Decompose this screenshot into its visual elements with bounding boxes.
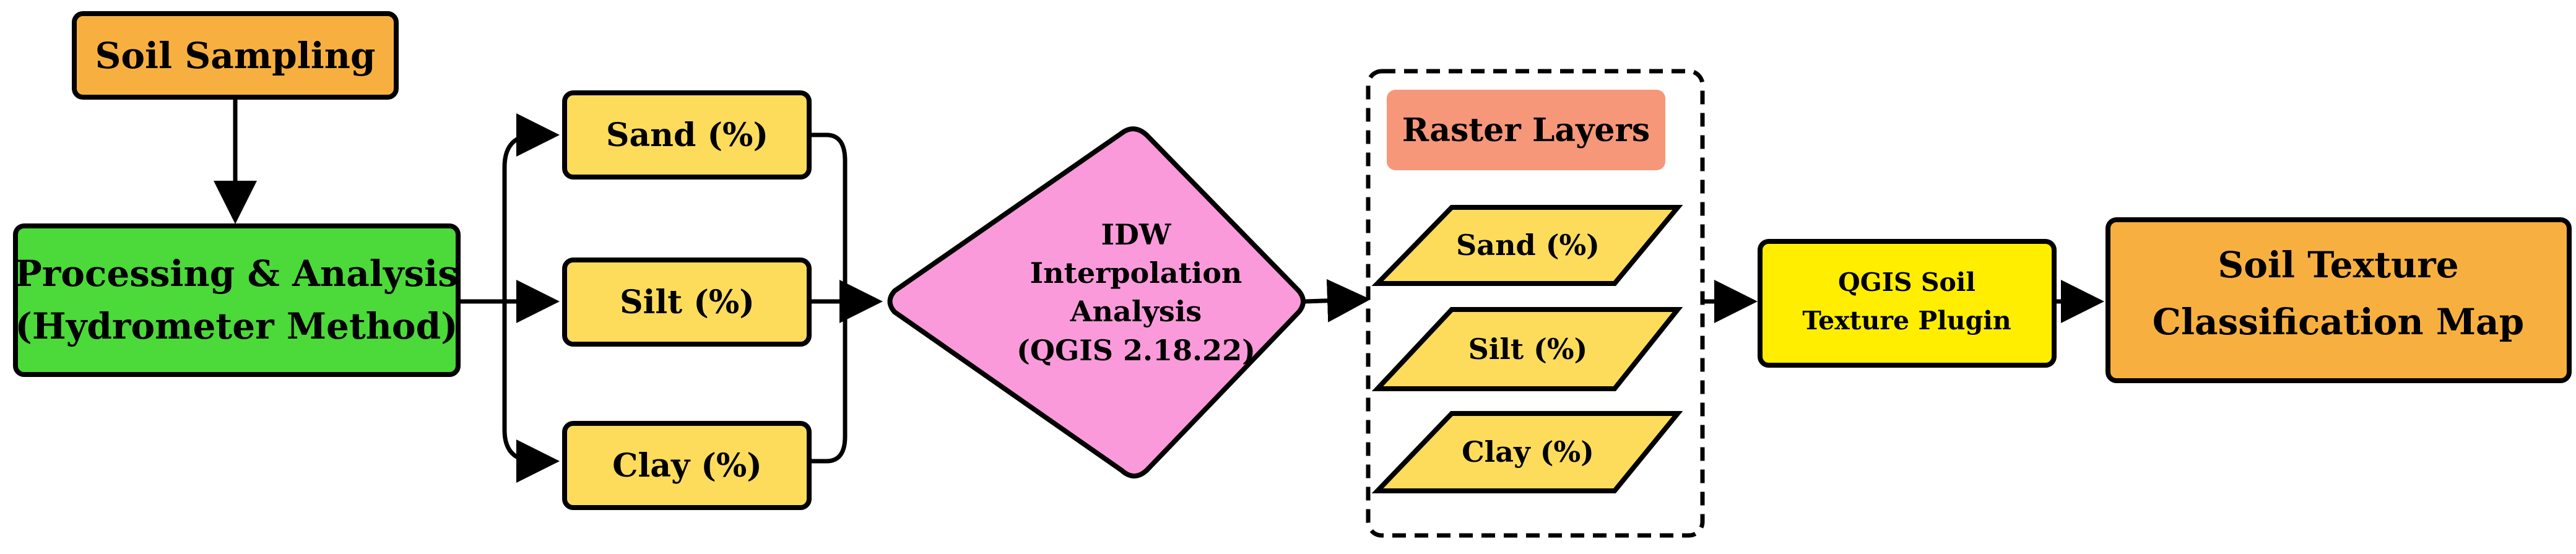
fraction-sand-node: Sand (%)	[562, 90, 812, 180]
arrow-idw-to-raster	[1304, 279, 1371, 322]
soil-sampling-node: Soil Sampling	[72, 11, 399, 100]
fraction-clay-box	[562, 421, 812, 510]
merge-from-sand	[811, 132, 848, 301]
fraction-clay-label: Clay (%)	[612, 447, 762, 485]
idw-node: IDW Interpolation Analysis (QGIS 2.18.22…	[887, 126, 1306, 478]
arrow-to-sand	[502, 113, 560, 301]
plugin-box	[1758, 239, 2057, 368]
raster-title: Raster Layers	[1402, 111, 1650, 149]
fraction-sand-label: Sand (%)	[606, 116, 768, 154]
merge-from-clay	[811, 301, 848, 464]
output-node: Soil Texture Classification Map	[2105, 217, 2572, 383]
raster-layer-silt	[1371, 307, 1683, 391]
raster-layer-sand	[1371, 205, 1683, 286]
idw-label-line2: Interpolation	[1030, 256, 1242, 290]
arrow-to-clay	[502, 301, 560, 483]
idw-label-line4: (QGIS 2.18.22)	[1017, 334, 1255, 367]
plugin-label-line2: Texture Plugin	[1802, 306, 2011, 335]
raster-layers-group: Raster Layers Sand (%) Silt (%) Clay (%)	[1366, 69, 1705, 538]
processing-label-line1: Processing & Analysis	[15, 253, 458, 295]
idw-label-line1: IDW	[1101, 218, 1171, 251]
raster-dashed-frame	[1366, 69, 1705, 538]
raster-title-box	[1387, 90, 1665, 170]
raster-layer-sand-label: Sand (%)	[1456, 228, 1600, 262]
raster-layer-clay-label: Clay (%)	[1462, 435, 1594, 469]
output-box	[2105, 217, 2572, 383]
soil-sampling-box	[72, 11, 399, 100]
idw-diamond	[887, 126, 1306, 478]
output-label-line2: Classification Map	[2153, 301, 2524, 343]
fraction-clay-node: Clay (%)	[562, 421, 812, 510]
plugin-node: QGIS Soil Texture Plugin	[1758, 239, 2057, 368]
branch-connectors-left	[459, 113, 560, 483]
merge-connectors	[811, 132, 883, 464]
plugin-label-line1: QGIS Soil	[1838, 267, 1975, 297]
raster-layer-silt-label: Silt (%)	[1468, 332, 1588, 366]
idw-label-line3: Analysis	[1070, 295, 1202, 328]
fraction-silt-box	[562, 258, 812, 347]
output-label-line1: Soil Texture	[2218, 244, 2458, 286]
fraction-silt-node: Silt (%)	[562, 258, 812, 347]
fraction-silt-label: Silt (%)	[620, 283, 755, 321]
processing-node: Processing & Analysis (Hydrometer Method…	[13, 223, 461, 377]
raster-layer-clay	[1371, 411, 1683, 493]
fraction-sand-box	[562, 90, 812, 180]
processing-label-line2: (Hydrometer Method)	[15, 305, 458, 347]
processing-box	[13, 223, 461, 377]
soil-sampling-label: Soil Sampling	[95, 35, 375, 77]
